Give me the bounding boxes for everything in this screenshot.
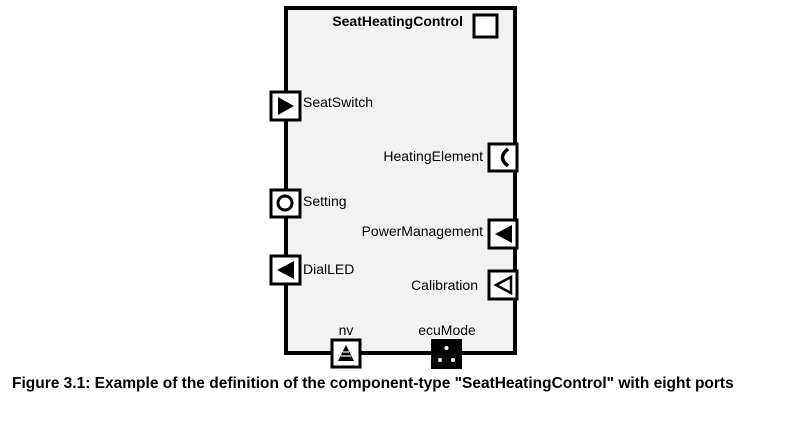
port-seat-switch[interactable] bbox=[269, 90, 302, 122]
port-calibration[interactable] bbox=[487, 269, 519, 301]
port-dial-led[interactable] bbox=[269, 254, 302, 286]
dot-icon bbox=[451, 358, 455, 362]
port-label-heating-element: HeatingElement bbox=[383, 148, 483, 164]
dot-icon bbox=[444, 346, 449, 350]
port-label-setting: Setting bbox=[303, 193, 347, 209]
port-power-management[interactable] bbox=[487, 218, 519, 250]
port-label-dial-led: DialLED bbox=[303, 261, 354, 277]
hatched-triangle-icon bbox=[338, 345, 354, 361]
dot-icon bbox=[438, 358, 442, 362]
component-title: SeatHeatingControl bbox=[332, 13, 463, 29]
component-box bbox=[284, 6, 517, 355]
component-diagram: SeatHeatingControl SeatSwitch Setting Di… bbox=[269, 6, 519, 369]
port-label-nv: nv bbox=[339, 322, 354, 338]
port-label-seat-switch: SeatSwitch bbox=[303, 94, 373, 110]
port-label-ecu-mode: ecuMode bbox=[418, 322, 476, 338]
outline-triangle-left-icon bbox=[493, 274, 513, 296]
port-label-power-management: PowerManagement bbox=[362, 223, 484, 239]
circle-icon bbox=[276, 194, 294, 212]
figure-caption: Figure 3.1: Example of the definition of… bbox=[12, 375, 734, 392]
port-ecu-mode[interactable] bbox=[431, 339, 462, 369]
port-heating-element[interactable] bbox=[487, 142, 519, 173]
triangle-right-icon bbox=[278, 97, 294, 115]
component-square-icon bbox=[472, 13, 499, 39]
port-nv[interactable] bbox=[330, 338, 362, 369]
port-setting[interactable] bbox=[269, 188, 302, 219]
triangle-left-icon bbox=[495, 225, 512, 243]
port-label-calibration: Calibration bbox=[411, 277, 478, 293]
bracket-icon bbox=[500, 147, 510, 168]
triangle-left-icon bbox=[277, 261, 294, 279]
